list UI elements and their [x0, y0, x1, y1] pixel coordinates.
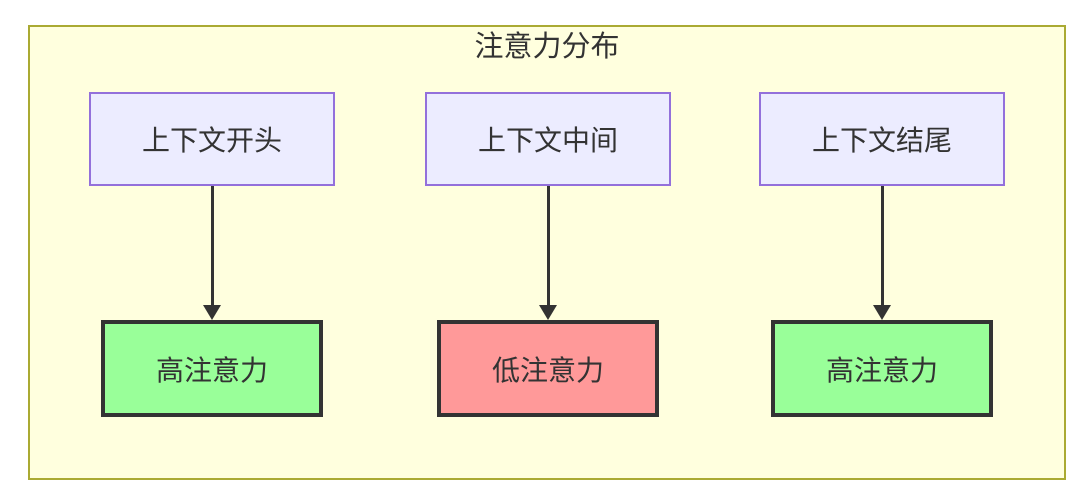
node-low-attention: 低注意力: [437, 320, 659, 417]
node-high-attention-right: 高注意力: [771, 320, 993, 417]
arrow-line: [546, 186, 550, 307]
node-high-attention-left: 高注意力: [101, 320, 323, 417]
arrow-head-icon: [873, 305, 891, 320]
arrow-head-icon: [203, 305, 221, 320]
node-label: 低注意力: [491, 354, 604, 386]
node-label: 上下文中间: [477, 125, 618, 156]
attention-distribution-frame: 注意力分布 上下文开头 高注意力 上下文中间 低注意力 上下文结尾: [28, 25, 1066, 480]
node-label: 高注意力: [155, 354, 268, 386]
node-label: 高注意力: [825, 354, 938, 386]
arrow-head-icon: [539, 305, 557, 320]
arrow-line: [880, 186, 884, 307]
diagram-title: 注意力分布: [474, 31, 620, 63]
node-label: 上下文开头: [141, 125, 282, 156]
arrow-line: [210, 186, 214, 307]
node-context-beginning: 上下文开头: [89, 92, 335, 186]
node-label: 上下文结尾: [811, 125, 952, 156]
node-context-middle: 上下文中间: [425, 92, 671, 186]
node-context-end: 上下文结尾: [759, 92, 1005, 186]
